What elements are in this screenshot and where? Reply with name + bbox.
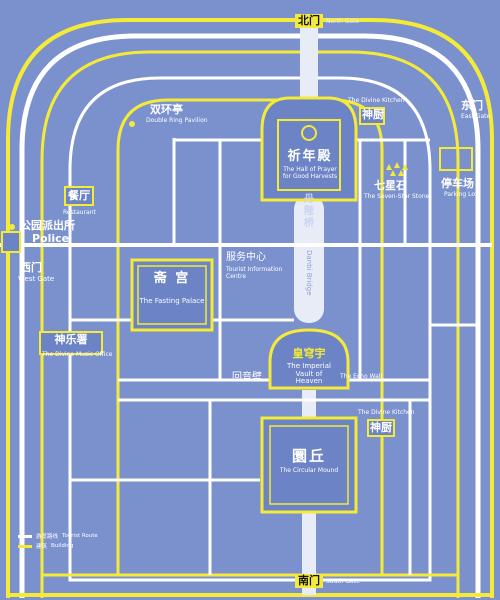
seven-star-stones bbox=[386, 162, 408, 176]
seven-star-label: 七星石 bbox=[374, 179, 407, 192]
legend-route-swatch bbox=[18, 534, 32, 538]
circular-mound-outer bbox=[260, 416, 358, 514]
north-gate-en: North Gate bbox=[326, 18, 360, 25]
east-gate-label: 东门 bbox=[461, 99, 483, 112]
west-gate-en: West Gate bbox=[18, 275, 55, 283]
legend-building-swatch bbox=[18, 544, 32, 548]
south-gate-label: 南门 bbox=[295, 574, 323, 588]
hall-prayer-label: 祈年殿 bbox=[287, 149, 333, 164]
divine-kitchen-north-label: 神厨 bbox=[362, 108, 384, 121]
seven-star-en: The Seven-Star Stone bbox=[364, 193, 430, 200]
outer-wall bbox=[6, 18, 494, 598]
hall-prayer-wall bbox=[260, 96, 358, 202]
ring-road bbox=[19, 33, 481, 598]
divine-music-en: The Divine Music Office bbox=[42, 351, 113, 358]
divine-kitchen-south-en: The Divine Kitchen bbox=[358, 409, 415, 416]
danbi-bridge-road bbox=[294, 195, 324, 323]
circular-mound-inner bbox=[269, 425, 349, 505]
echo-wall-label: 回音壁 bbox=[232, 372, 262, 383]
imperial-vault-label: 皇穹宇 bbox=[292, 347, 326, 360]
tourist-centre-label: 服务中心 bbox=[226, 252, 266, 263]
hall-prayer-inner bbox=[277, 119, 341, 191]
police-en-label: Police bbox=[32, 232, 70, 245]
divine-music-label: 神乐署 bbox=[54, 333, 88, 346]
police-zh-label: 公园派出所 bbox=[20, 219, 75, 232]
inner-route bbox=[68, 76, 432, 582]
divine-kitchen-north-en: The Divine Kitchen bbox=[348, 97, 405, 104]
double-ring-en: Double Ring Pavilion bbox=[146, 117, 208, 124]
restaurant-label: 餐厅 bbox=[68, 189, 90, 202]
hall-prayer-round bbox=[301, 125, 317, 141]
legend-building: 建筑 Building bbox=[18, 542, 73, 550]
legend-route-en: Tourist Route bbox=[62, 533, 98, 539]
fasting-palace-en: The Fasting Palace bbox=[139, 297, 205, 305]
danbi-bridge-label: 丹陛桥 bbox=[304, 194, 314, 229]
parking-en: Parking Lot bbox=[444, 191, 478, 198]
divine-kitchen-north-box bbox=[359, 107, 385, 125]
double-ring-label: 双环亭 bbox=[150, 103, 183, 116]
middle-wall bbox=[40, 50, 460, 598]
fasting-palace-label: 斋 宫 bbox=[153, 271, 191, 286]
divine-music-box bbox=[39, 331, 103, 355]
legend-building-en: Building bbox=[51, 543, 74, 549]
legend-route-zh: 游览路线 bbox=[36, 534, 59, 540]
tourist-centre-en: Tourist Information Centre bbox=[226, 266, 283, 280]
west-gate-label: 西门 bbox=[20, 261, 42, 274]
legend-building-zh: 建筑 bbox=[36, 544, 48, 550]
imperial-vault-wall bbox=[268, 328, 350, 390]
parking-label: 停车场 bbox=[441, 177, 474, 190]
fasting-palace-wall bbox=[130, 258, 214, 332]
east-gate-en: East Gate bbox=[461, 113, 491, 120]
danbi-bridge-en: Danbi Bridge bbox=[305, 250, 313, 296]
circular-mound-label: 圜丘 bbox=[291, 447, 326, 465]
echo-wall-en: The Echo Wall bbox=[340, 373, 383, 380]
double-ring-marker bbox=[129, 121, 135, 127]
circular-mound-en: The Circular Mound bbox=[279, 467, 339, 474]
legend-tourist-route: 游览路线 Tourist Route bbox=[18, 532, 98, 540]
restaurant-box bbox=[64, 186, 94, 206]
restaurant-en: Restaurant bbox=[63, 209, 96, 216]
fasting-palace-inner bbox=[137, 265, 207, 325]
divine-kitchen-south-box bbox=[367, 419, 395, 437]
inner-altar-wall bbox=[116, 98, 384, 575]
imperial-vault-en: The Imperial Vault of Heaven bbox=[287, 362, 331, 386]
north-gate-label: 北门 bbox=[295, 14, 323, 28]
south-gate-en: South Gate bbox=[326, 578, 360, 585]
police-box bbox=[1, 231, 21, 253]
hall-prayer-en: The Hall of Prayer for Good Harvests bbox=[282, 166, 338, 180]
police-marker bbox=[9, 224, 15, 230]
divine-kitchen-south-label: 神厨 bbox=[370, 421, 392, 434]
parking-box bbox=[439, 147, 473, 171]
